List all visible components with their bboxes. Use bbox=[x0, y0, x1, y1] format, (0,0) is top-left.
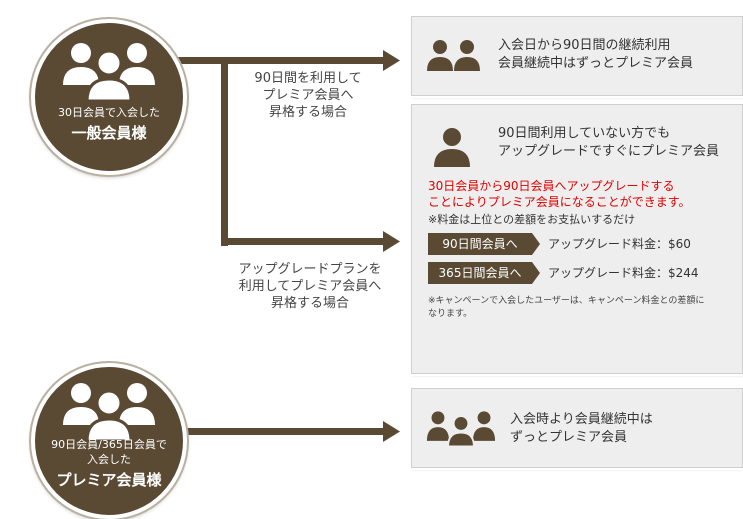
label-lower-line1: アップグレードプランを bbox=[238, 262, 382, 277]
people-icon bbox=[63, 383, 155, 443]
panel-premium-continuous: 入会時より会員継続中は ずっとプレミア会員 bbox=[411, 388, 743, 468]
branch-line bbox=[221, 60, 228, 246]
plan-tag-90days: 90日間会員へ bbox=[428, 233, 540, 255]
upgrade-red-notice: 30日会員から90日会員へアップグレードする ことによりプレミア会員になることが… bbox=[428, 178, 691, 210]
tag-arrow-shape bbox=[428, 233, 540, 255]
premium-member-title: プレミア会員様 bbox=[56, 471, 162, 489]
label-upper-line1: 90日間を利用して bbox=[254, 71, 362, 86]
plan-tag-label: 90日間会員へ bbox=[442, 237, 518, 251]
note2-line2: なります。 bbox=[428, 309, 473, 319]
fee-note: ※料金は上位との差額をお支払いするだけ bbox=[428, 213, 636, 226]
plan-fee-365days: アップグレード料金：$244 bbox=[548, 266, 699, 280]
plan-tag-365days: 365日間会員へ bbox=[428, 262, 540, 284]
premium-member-sub: 90日会員/365日会員で 入会した bbox=[35, 437, 183, 467]
people-icon bbox=[426, 411, 496, 447]
label-lower-line3: 昇格する場合 bbox=[270, 296, 349, 311]
people-icon bbox=[63, 43, 155, 103]
tag-arrow-shape bbox=[428, 262, 540, 284]
general-member-sub: 30日会員で入会した bbox=[58, 106, 160, 119]
panel1-text: 入会日から90日間の継続利用 会員継続中はずっとプレミア会員 bbox=[498, 37, 693, 73]
premium-member-sub-line1: 90日会員/365日会員で bbox=[51, 438, 167, 451]
panel2-line1: 90日間利用していない方でも bbox=[498, 126, 671, 141]
panel2-line2: アップグレードですぐにプレミア会員 bbox=[498, 144, 720, 159]
red-line1: 30日会員から90日会員へアップグレードする bbox=[428, 179, 675, 193]
note2-line1: ※キャンペーンで入会したユーザーは、キャンペーン料金との差額に bbox=[428, 296, 705, 306]
general-member-circle: 30日会員で入会した 一般会員様 bbox=[31, 19, 187, 175]
label-lower-line2: 利用してプレミア会員へ bbox=[238, 279, 382, 294]
arrow-line-middle bbox=[221, 238, 384, 245]
arrow-head-top bbox=[383, 50, 400, 71]
label-90days-upgrade: 90日間を利用して プレミア会員へ 昇格する場合 bbox=[238, 70, 378, 121]
panel1-line1: 入会日から90日間の継続利用 bbox=[498, 38, 671, 53]
plan-tag-label: 365日間会員へ bbox=[438, 266, 522, 280]
panel3-text: 入会時より会員継続中は ずっとプレミア会員 bbox=[510, 411, 653, 447]
arrow-head-bottom bbox=[383, 421, 400, 442]
general-member-title: 一般会員様 bbox=[71, 124, 147, 142]
label-upper-line3: 昇格する場合 bbox=[268, 105, 347, 120]
label-upper-line2: プレミア会員へ bbox=[262, 88, 354, 103]
plan-fee-90days: アップグレード料金：$60 bbox=[548, 237, 691, 251]
arrow-line-bottom bbox=[178, 428, 384, 435]
campaign-note: ※キャンペーンで入会したユーザーは、キャンペーン料金との差額に なります。 bbox=[428, 295, 740, 321]
premium-member-sub-line2: 入会した bbox=[87, 453, 131, 466]
panel2-text: 90日間利用していない方でも アップグレードですぐにプレミア会員 bbox=[498, 125, 719, 161]
panel3-line1: 入会時より会員継続中は bbox=[510, 412, 653, 427]
panel-upgrade-plan: 90日間利用していない方でも アップグレードですぐにプレミア会員 30日会員から… bbox=[411, 104, 743, 374]
arrow-line-top bbox=[178, 57, 384, 64]
person-icon bbox=[434, 128, 470, 167]
panel-continuous-90days: 入会日から90日間の継続利用 会員継続中はずっとプレミア会員 bbox=[411, 16, 743, 96]
people-icon bbox=[427, 40, 480, 71]
panel3-line2: ずっとプレミア会員 bbox=[510, 430, 628, 445]
red-line2: ことによりプレミア会員になることができます。 bbox=[428, 195, 691, 209]
premium-member-circle: 90日会員/365日会員で 入会した プレミア会員様 bbox=[31, 363, 187, 519]
arrow-head-middle bbox=[383, 231, 400, 252]
panel1-line2: 会員継続中はずっとプレミア会員 bbox=[498, 56, 694, 71]
label-upgrade-plan: アップグレードプランを 利用してプレミア会員へ 昇格する場合 bbox=[226, 261, 394, 312]
